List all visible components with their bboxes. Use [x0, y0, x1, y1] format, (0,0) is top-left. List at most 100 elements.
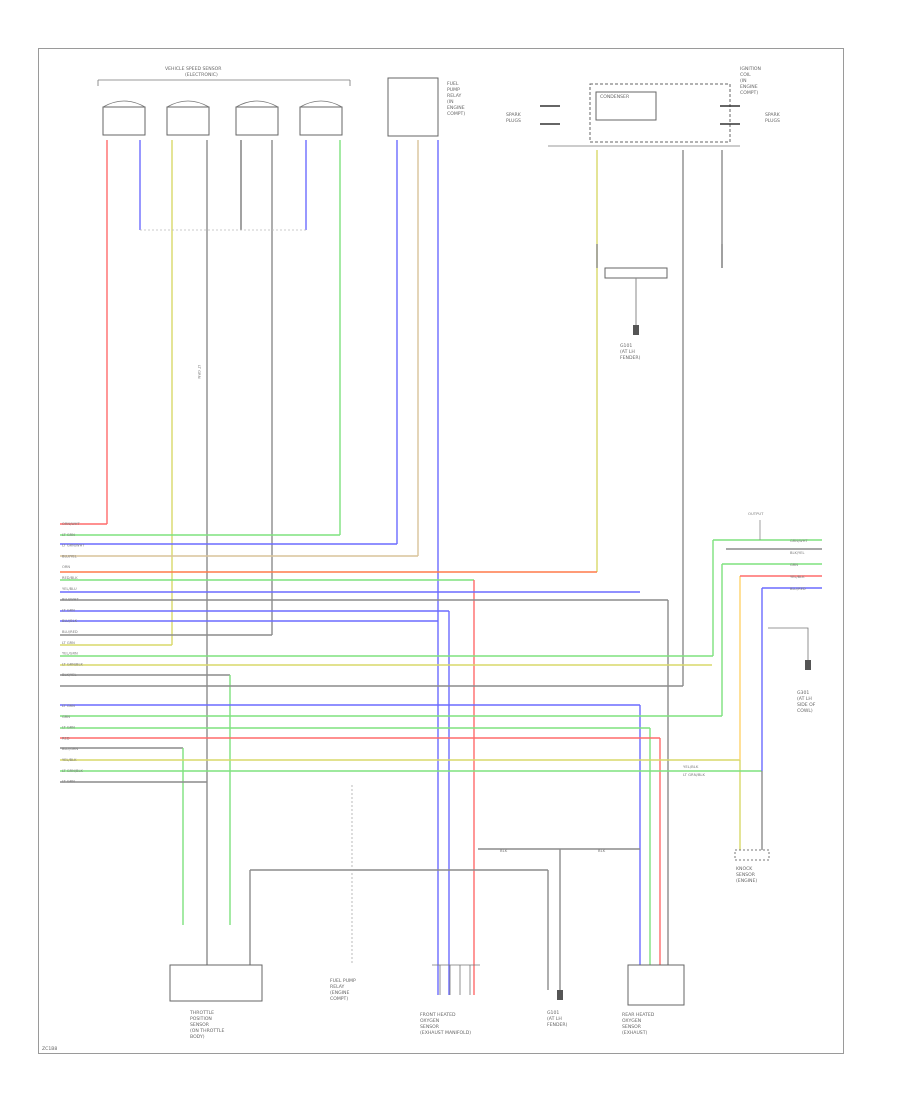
fuel-pump-relay-bottom: FUEL PUMP RELAY (ENGINE COMPT) [330, 978, 356, 1002]
ground-center: G101 (AT LH FENDER) [604, 267, 668, 361]
svg-text:FRONT HEATED: FRONT HEATED [420, 1012, 456, 1018]
svg-text:OXYGEN: OXYGEN [420, 1018, 439, 1024]
ground-bottom: G101 (AT LH FENDER) [547, 990, 568, 1028]
svg-text:SPARK: SPARK [506, 112, 522, 118]
svg-text:G101: G101 [547, 1010, 559, 1016]
pin-label: BLU/RED [790, 587, 806, 591]
pin-label: LT GRN [62, 780, 75, 784]
wire-label-ltgrn-blk: LT GRN/BLK [683, 772, 706, 777]
svg-text:IGNITION: IGNITION [740, 66, 761, 72]
gnd-wire-label-2: BLK [598, 848, 606, 853]
svg-text:(AT LH: (AT LH [620, 349, 635, 355]
svg-text:(AT LH: (AT LH [797, 696, 812, 702]
svg-text:COWL): COWL) [797, 708, 813, 714]
svg-text:FUEL: FUEL [447, 81, 459, 87]
pin-label: BLK/YEL [790, 551, 805, 555]
svg-text:SENSOR: SENSOR [190, 1022, 210, 1028]
svg-text:(ENGINE): (ENGINE) [736, 878, 757, 884]
connector-b [166, 106, 210, 136]
pcm-pin-labels-lower: LT GRN GRN LT GRN RED BLU/GRN YEL/BLK LT GRN/B… [62, 704, 83, 784]
svg-text:BODY): BODY) [190, 1034, 205, 1040]
svg-text:KNOCK: KNOCK [736, 866, 753, 872]
svg-text:COMPT): COMPT) [330, 996, 348, 1002]
svg-text:POSITION: POSITION [190, 1016, 212, 1022]
pin-label: LT GRN [62, 726, 75, 730]
vss-title: VEHICLE SPEED SENSOR [165, 66, 222, 72]
pin-label: LT GRN/BLK [62, 769, 83, 773]
svg-text:G101: G101 [620, 343, 632, 349]
pin-label: GRN [62, 715, 70, 719]
svg-text:SPARK: SPARK [765, 112, 781, 118]
wire-label-yel-blk: YEL/BLK [683, 764, 699, 769]
svg-text:(EXHAUST): (EXHAUST) [622, 1030, 648, 1036]
ground-right: G301 (AT LH SIDE OF COWL) [768, 627, 816, 714]
pin-label: BLU/YEL [62, 554, 77, 558]
svg-text:(EXHAUST MANIFOLD): (EXHAUST MANIFOLD) [420, 1030, 471, 1036]
pin-label: LT GRN [62, 704, 75, 708]
svg-text:THROTTLE: THROTTLE [189, 1010, 214, 1016]
connector-a [102, 106, 146, 136]
svg-text:(IN: (IN [740, 78, 747, 84]
pin-label: YEL/BLK [62, 758, 77, 762]
condenser-label: CONDENSER [600, 94, 630, 100]
vss-subtitle: (ELECTRONIC) [185, 72, 218, 78]
pin-label: GRN/WHT [790, 539, 808, 543]
svg-text:FENDER): FENDER) [547, 1022, 568, 1028]
svg-text:OXYGEN: OXYGEN [622, 1018, 641, 1024]
svg-text:REAR HEATED: REAR HEATED [622, 1012, 655, 1018]
svg-text:FUEL PUMP: FUEL PUMP [330, 978, 356, 984]
footer-code: ZC1B8 [42, 1046, 57, 1052]
svg-text:RELAY: RELAY [447, 93, 462, 99]
svg-text:SENSOR: SENSOR [420, 1024, 440, 1030]
gnd-wire-label-1: BLK [500, 848, 508, 853]
pin-label: BLU/BLK [62, 619, 78, 623]
right-pin-labels: GRN/WHT BLK/YEL GRN YEL/BLK BLU/RED [790, 539, 808, 591]
svg-text:SENSOR: SENSOR [622, 1024, 642, 1030]
svg-text:COMPT): COMPT) [740, 90, 758, 96]
svg-text:PLUGS: PLUGS [506, 118, 521, 124]
svg-text:SENSOR: SENSOR [736, 872, 756, 878]
svg-text:SIDE OF: SIDE OF [797, 702, 816, 708]
pin-label: LT GRN/WHT [62, 544, 85, 548]
svg-text:FENDER): FENDER) [620, 355, 641, 361]
wires [60, 140, 822, 995]
rear-heated-oxygen-sensor: REAR HEATED OXYGEN SENSOR (EXHAUST) [622, 964, 685, 1036]
pin-label: RED [62, 736, 70, 740]
pin-label: GRN [790, 563, 798, 567]
connector-c [235, 106, 279, 136]
pin-label: BLU/RED [62, 630, 78, 634]
svg-text:(IN: (IN [447, 99, 454, 105]
pin-label: LT GRN [62, 641, 75, 645]
pin-label: YEL/BLU [62, 587, 77, 591]
pin-label: BLU/WHT [62, 598, 79, 602]
connector-d [299, 106, 343, 136]
svg-text:G301: G301 [797, 690, 809, 696]
pin-label: LT GRN [62, 533, 75, 537]
front-heated-oxygen-sensor: FRONT HEATED OXYGEN SENSOR (EXHAUST MANI… [420, 964, 480, 1036]
svg-text:ENGINE: ENGINE [447, 105, 465, 111]
fuel-pump-relay-box: FUEL PUMP RELAY (IN ENGINE COMPT) [387, 77, 465, 137]
svg-text:(ENGINE: (ENGINE [330, 990, 349, 996]
svg-text:RELAY: RELAY [330, 984, 345, 990]
svg-text:PLUGS: PLUGS [765, 118, 780, 124]
diagram-frame [38, 48, 844, 1054]
svg-text:(AT LH: (AT LH [547, 1016, 562, 1022]
vertical-wire-label: LT GRN [197, 365, 202, 379]
pin-label: BLK/YEL [62, 673, 77, 677]
knock-sensor: KNOCK SENSOR (ENGINE) [734, 849, 770, 884]
svg-text:COIL: COIL [740, 72, 751, 78]
pin-label: LT GRN/BLK [62, 662, 83, 666]
pin-label: ORN/WHT [62, 522, 80, 526]
pin-label: LT GRN [62, 608, 75, 612]
vehicle-speed-sensor-group: VEHICLE SPEED SENSOR (ELECTRONIC) [97, 66, 351, 136]
ignition-coil-group: CONDENSER IGNITION COIL (IN ENGINE COMPT… [506, 66, 781, 147]
svg-text:(ON THROTTLE: (ON THROTTLE [190, 1028, 224, 1034]
svg-text:PUMP: PUMP [447, 87, 460, 93]
svg-text:ENGINE: ENGINE [740, 84, 758, 90]
pin-label: ORN [62, 565, 70, 569]
pcm-output-label: OUTPUT [748, 511, 764, 516]
pin-label: BLU/GRN [62, 747, 78, 751]
pin-label: YEL/BLK [790, 575, 805, 579]
svg-text:COMPT): COMPT) [447, 111, 465, 117]
